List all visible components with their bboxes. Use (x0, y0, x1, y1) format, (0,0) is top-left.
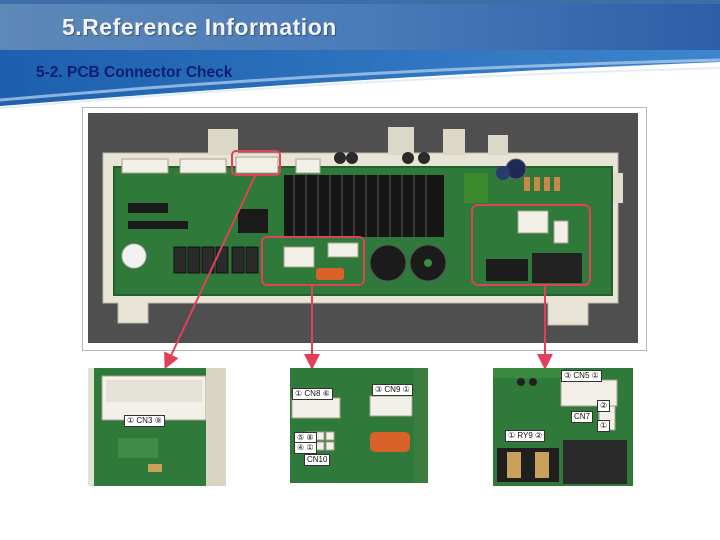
section-heading: 5-2. PCB Connector Check (36, 64, 233, 81)
cn5-cn7-ry9-photo (493, 368, 633, 486)
cn7-top-pin: ② (597, 400, 611, 412)
cn10-label: CN10 (304, 454, 331, 466)
inset-cn8-cn9-cn10: ① CN8 ⑥ ③ CN9 ① ⑤ ⑧ ④ ① CN10 (290, 368, 428, 483)
cn3-photo (88, 368, 226, 486)
cn8-label: ① CN8 ⑥ (292, 388, 333, 400)
cn10-top-pins: ⑤ ⑧ (294, 432, 317, 444)
ry9-label: ① RY9 ② (505, 430, 546, 442)
inset-cn5-cn7-ry9: ③ CN5 ① ② CN7 ① ① RY9 ② (493, 368, 633, 486)
cn7-bottom-pin: ① (597, 420, 611, 432)
cn7-label: CN7 (571, 411, 594, 423)
cn10-bottom-pins: ④ ① (294, 442, 317, 454)
cn3-label: ① CN3 ⑨ (124, 415, 165, 427)
inset-cn3: ① CN3 ⑨ (88, 368, 226, 486)
slide-title: 5.Reference Information (62, 14, 337, 40)
header-banner (0, 0, 720, 109)
circuit-board-photo (88, 113, 638, 343)
cn5-label: ③ CN5 ① (561, 370, 602, 382)
cn9-label: ③ CN9 ① (372, 384, 413, 396)
